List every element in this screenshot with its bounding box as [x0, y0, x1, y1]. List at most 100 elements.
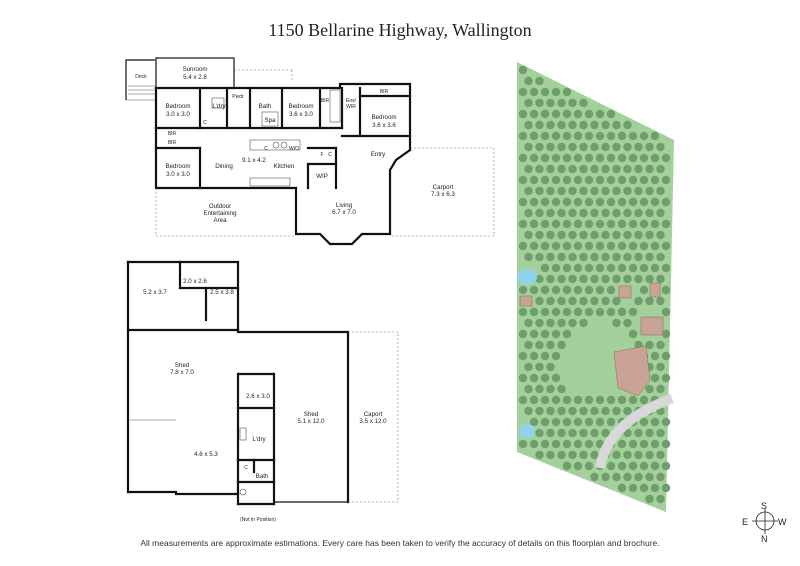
tree-icon [579, 318, 588, 328]
tree-icon [584, 439, 594, 449]
tree-icon [623, 274, 632, 284]
tree-icon [650, 417, 660, 427]
tree-icon [661, 373, 671, 383]
tree-icon [557, 142, 566, 152]
deck-outline [125, 59, 155, 100]
outdoor-label-2: Entertaining [203, 210, 237, 217]
tree-icon [557, 208, 566, 218]
tree-icon [540, 329, 550, 339]
kitchen-dim: 9.1 x 4.2 [242, 157, 266, 164]
tree-icon [557, 164, 566, 174]
bir-label-c: BIR [168, 131, 177, 137]
tree-icon [639, 153, 649, 163]
tree-icon [612, 230, 621, 240]
tree-icon [557, 186, 566, 196]
tree-icon [612, 120, 621, 130]
roof-house [613, 345, 651, 397]
bedroom-nw-dim: 3.0 x 3.0 [166, 111, 190, 118]
tree-icon [518, 219, 528, 229]
tree-icon [546, 208, 555, 218]
tree-icon [656, 428, 665, 438]
tree-icon [606, 175, 616, 185]
tree-icon [562, 241, 572, 251]
tree-icon [573, 153, 583, 163]
tree-icon [524, 98, 533, 108]
tree-icon [639, 395, 649, 405]
tree-icon [656, 340, 665, 350]
tree-icon [584, 131, 594, 141]
tree-icon [568, 142, 577, 152]
tree-icon [579, 296, 588, 306]
tree-icon [535, 208, 544, 218]
tree-icon [623, 142, 632, 152]
tree-icon [568, 274, 577, 284]
tree-icon [590, 472, 599, 482]
tree-icon [546, 340, 555, 350]
powder-label: Pwdr [232, 94, 244, 100]
tree-icon [524, 230, 533, 240]
house-north-wall [154, 82, 412, 152]
tree-icon [634, 164, 643, 174]
orchard-trees [518, 65, 671, 504]
tree-icon [562, 263, 572, 273]
carport-name: Carport [433, 184, 454, 191]
tree-icon [606, 109, 616, 119]
tree-icon [656, 472, 665, 482]
tree-icon [551, 131, 561, 141]
tree-icon [551, 439, 561, 449]
bedroom-mid-name: Bedroom [288, 103, 313, 110]
tree-icon [628, 461, 638, 471]
tree-icon [540, 87, 550, 97]
tree-icon [601, 296, 610, 306]
tree-icon [551, 373, 561, 383]
shed-laundry-label: L'dry [252, 436, 266, 443]
tree-icon [562, 395, 572, 405]
tree-icon [568, 164, 577, 174]
compass-south: S [761, 501, 767, 511]
tree-icon [617, 263, 627, 273]
tree-icon [606, 197, 616, 207]
tree-icon [562, 87, 572, 97]
tree-icon [524, 384, 533, 394]
shed-carport-dim: 3.5 x 12.0 [359, 418, 387, 425]
tree-icon [551, 219, 561, 229]
tree-icon [557, 274, 566, 284]
tree-icon [628, 263, 638, 273]
tree-icon [573, 241, 583, 251]
tree-icon [595, 175, 605, 185]
tree-icon [579, 450, 588, 460]
tree-icon [639, 219, 649, 229]
tree-icon [612, 186, 621, 196]
house-floorplan [125, 57, 495, 246]
tree-icon [540, 373, 550, 383]
tree-icon [601, 428, 610, 438]
tree-icon [562, 109, 572, 119]
tree-icon [540, 351, 550, 361]
tree-icon [639, 285, 649, 295]
tree-icon [628, 483, 638, 493]
shed-cupboard-label: C [244, 465, 248, 471]
tree-icon [562, 439, 572, 449]
page-title: 1150 Bellarine Highway, Wallington [268, 20, 532, 40]
tree-icon [529, 439, 539, 449]
tree-icon [606, 307, 616, 317]
tree-icon [617, 483, 627, 493]
tree-icon [606, 285, 616, 295]
roof-shed-east [649, 282, 661, 298]
shed-top-rooms [126, 260, 240, 332]
tree-icon [661, 351, 671, 361]
tree-icon [584, 109, 594, 119]
tree-icon [551, 197, 561, 207]
tree-icon [612, 164, 621, 174]
shed-bottom-wall [126, 490, 240, 496]
tree-icon [557, 318, 566, 328]
bedroom-ne-name: Bedroom [371, 114, 396, 121]
tree-icon [590, 450, 599, 460]
tree-icon [518, 109, 528, 119]
tree-icon [590, 142, 599, 152]
tree-icon [524, 318, 533, 328]
tree-icon [573, 307, 583, 317]
tree-icon [661, 329, 671, 339]
tree-icon [634, 252, 643, 262]
tree-icon [579, 98, 588, 108]
